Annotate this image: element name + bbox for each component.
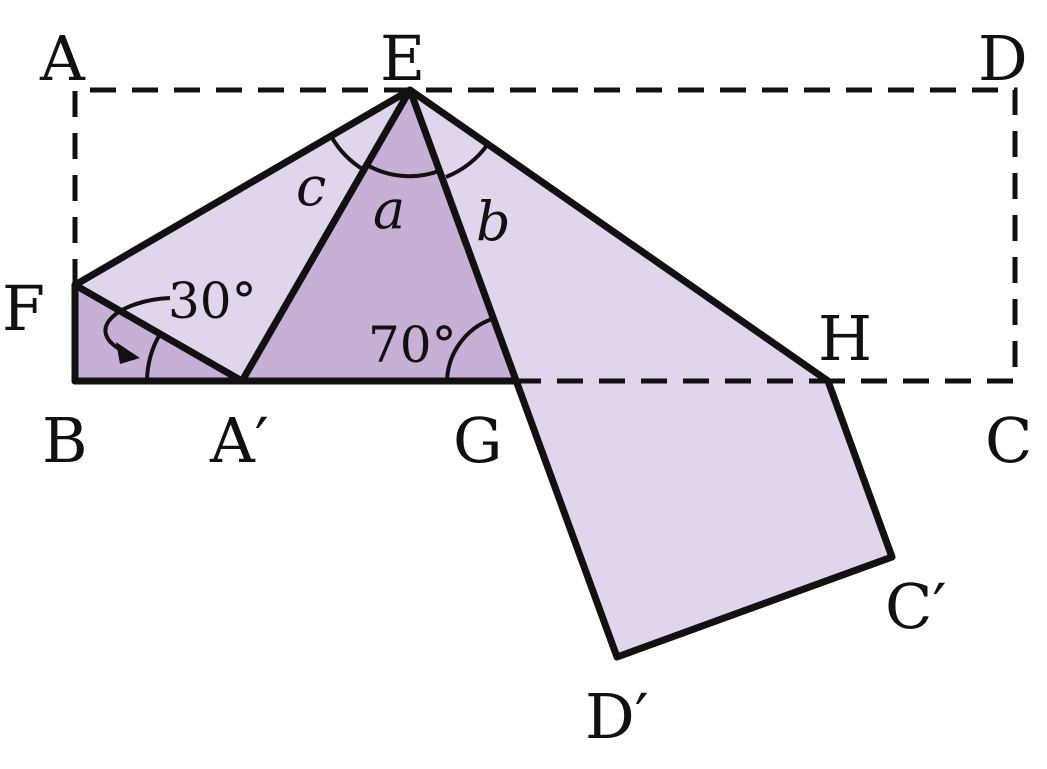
label-point-b: B <box>42 404 88 477</box>
label-point-d-prime: D′ <box>585 680 649 753</box>
dashed-rectangle <box>72 87 1018 384</box>
label-point-g: G <box>453 404 503 477</box>
label-angle-b: b <box>476 190 511 253</box>
arc-angle-a <box>366 163 440 179</box>
triangle-efa-prime <box>75 90 410 381</box>
edge-ea-prime <box>238 86 414 385</box>
label-angle-c: c <box>296 155 326 218</box>
arc-angle-30 <box>145 332 162 382</box>
edge-fa-prime <box>71 281 246 385</box>
label-angle-70: 70° <box>368 316 457 374</box>
label-point-d: D <box>978 22 1028 95</box>
arc-angle-70 <box>445 317 493 382</box>
label-point-c-prime: C′ <box>885 570 947 643</box>
label-point-a: A <box>39 22 86 95</box>
edge-ed-prime <box>406 86 621 661</box>
label-angle-a: a <box>373 178 405 241</box>
label-point-c: C <box>985 404 1032 477</box>
label-angle-30: 30° <box>168 272 257 330</box>
edge-ef <box>71 86 414 289</box>
edge-eh <box>406 86 832 385</box>
arc-angle-b <box>445 142 490 179</box>
arc-angle-c <box>329 134 366 172</box>
label-point-a-prime: A′ <box>209 404 269 477</box>
edge-hc-prime <box>824 377 896 561</box>
triangle-ea-prime-g <box>242 90 515 381</box>
curved-arrow <box>103 296 171 354</box>
folded-quadrilateral <box>410 90 892 657</box>
label-point-f: F <box>2 272 45 345</box>
arrowhead <box>116 342 140 364</box>
label-point-e: E <box>380 22 425 95</box>
edge-c-prime-d-prime <box>613 553 896 661</box>
label-point-h: H <box>818 302 872 375</box>
